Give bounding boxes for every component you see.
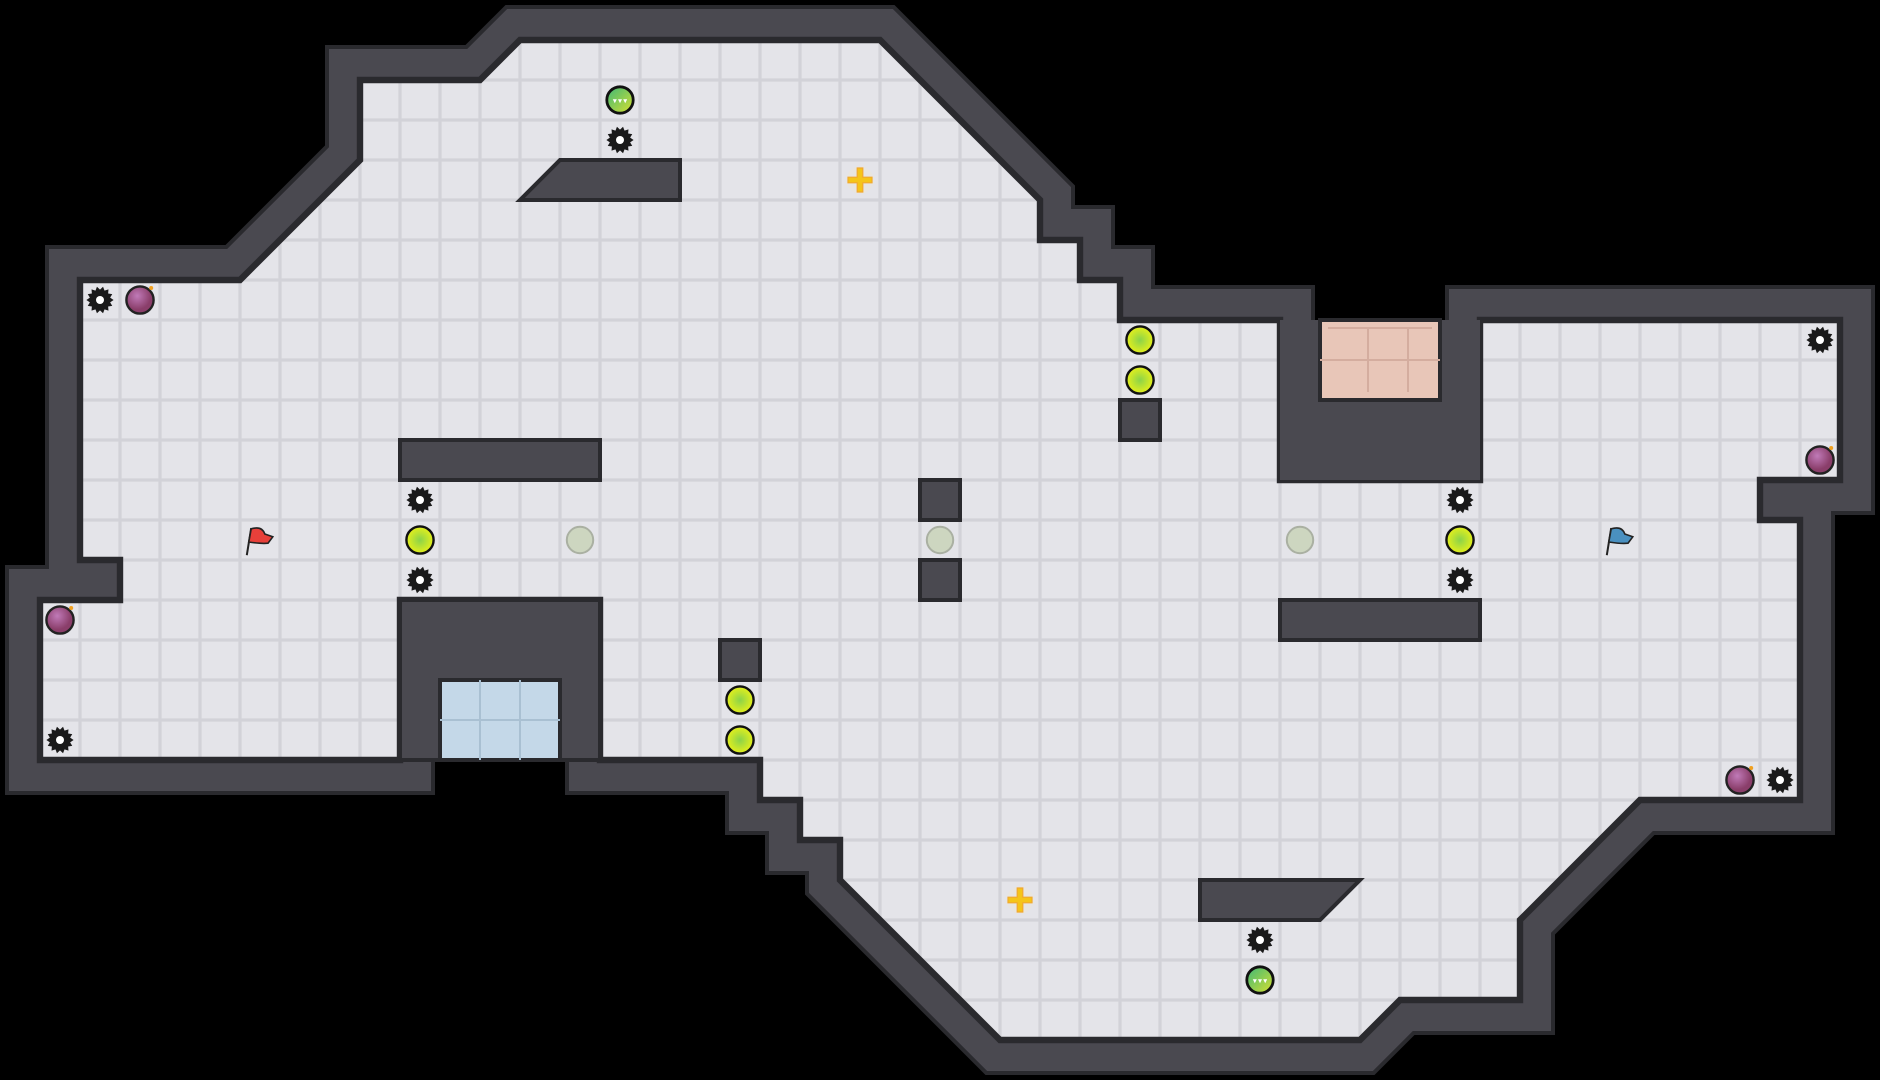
powerup-icon bbox=[846, 166, 874, 194]
bomb-body bbox=[1805, 445, 1835, 475]
marker-icon bbox=[565, 525, 595, 555]
spike-icon bbox=[46, 726, 74, 754]
boost-icon bbox=[405, 525, 435, 555]
wall-block bbox=[918, 478, 962, 522]
wall-block bbox=[1118, 398, 1162, 442]
spike-icon bbox=[1446, 486, 1474, 514]
spike-icon bbox=[406, 566, 434, 594]
bomb-fuse bbox=[1829, 446, 1834, 450]
spike-hole bbox=[616, 136, 624, 144]
powerup-cross bbox=[847, 167, 873, 193]
spike-hole bbox=[1776, 776, 1784, 784]
bomb-body bbox=[125, 285, 155, 315]
bomb-icon bbox=[125, 285, 155, 315]
spike-hole bbox=[416, 576, 424, 584]
spike-hole bbox=[1816, 336, 1824, 344]
bomb-body bbox=[45, 605, 75, 635]
flag-cloth bbox=[247, 527, 275, 545]
spike-hole bbox=[56, 736, 64, 744]
bomb-icon bbox=[45, 605, 75, 635]
red-flag-icon bbox=[245, 527, 275, 556]
bomb-icon bbox=[1805, 445, 1835, 475]
bomb-body bbox=[1725, 765, 1755, 795]
mars-ball-icon bbox=[605, 85, 635, 115]
boost-icon bbox=[1125, 365, 1155, 395]
powerup-icon bbox=[1006, 886, 1034, 914]
mars-ball-marks bbox=[1252, 979, 1268, 984]
boost-icon bbox=[1125, 325, 1155, 355]
spike-hole bbox=[96, 296, 104, 304]
wall-block bbox=[1278, 598, 1482, 642]
marker-icon bbox=[1285, 525, 1315, 555]
mars-ball-marks bbox=[612, 99, 628, 104]
spike-hole bbox=[1256, 936, 1264, 944]
spike-icon bbox=[406, 486, 434, 514]
blue-flag-icon bbox=[1605, 527, 1635, 556]
wall-block bbox=[1198, 878, 1365, 922]
spike-hole bbox=[1456, 576, 1464, 584]
mars-ball-icon bbox=[1245, 965, 1275, 995]
zones bbox=[398, 318, 1480, 762]
spike-icon bbox=[86, 286, 114, 314]
flag-cloth bbox=[1607, 527, 1635, 545]
spike-hole bbox=[1456, 496, 1464, 504]
wall-block bbox=[515, 158, 682, 202]
marker-icon bbox=[925, 525, 955, 555]
boost-icon bbox=[725, 725, 755, 755]
bomb-icon bbox=[1725, 765, 1755, 795]
spike-icon bbox=[1766, 766, 1794, 794]
map-objects bbox=[45, 85, 1835, 995]
spike-icon bbox=[606, 126, 634, 154]
spike-hole bbox=[416, 496, 424, 504]
wall-block bbox=[918, 558, 962, 602]
spike-icon bbox=[1806, 326, 1834, 354]
boost-icon bbox=[725, 685, 755, 715]
spike-icon bbox=[1246, 926, 1274, 954]
powerup-cross bbox=[1007, 887, 1033, 913]
boost-icon bbox=[1445, 525, 1475, 555]
bomb-fuse bbox=[69, 606, 74, 610]
bomb-fuse bbox=[1749, 766, 1754, 770]
wall-block bbox=[718, 638, 762, 682]
wall-block bbox=[398, 438, 602, 482]
inner-walls bbox=[398, 158, 1482, 922]
spike-icon bbox=[1446, 566, 1474, 594]
bomb-fuse bbox=[149, 286, 154, 290]
